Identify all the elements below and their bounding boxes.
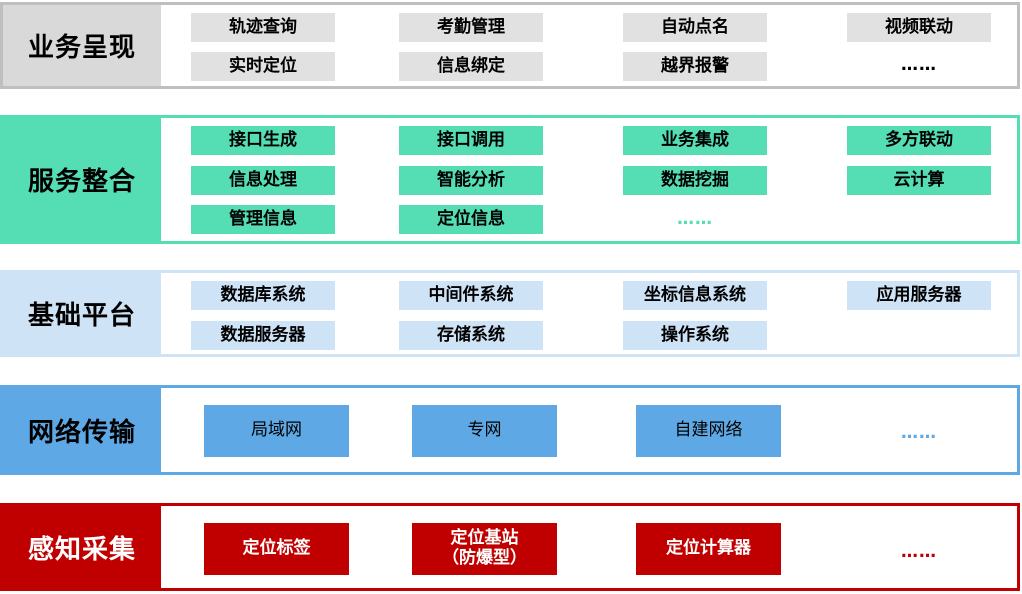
module-chip: 自建网络 (636, 405, 781, 457)
more-ellipsis: …… (901, 541, 937, 562)
module-chip: 轨迹查询 (191, 13, 335, 42)
more-ellipsis: …… (901, 422, 937, 443)
more-ellipsis: …… (677, 208, 713, 229)
module-chip: 应用服务器 (847, 281, 991, 310)
layer-label: 基础平台 (3, 273, 161, 354)
module-chip: 视频联动 (847, 13, 991, 42)
layer-label: 感知采集 (3, 506, 161, 588)
module-chip: 定位计算器 (636, 523, 781, 575)
layer-body: 数据库系统 中间件系统 坐标信息系统 应用服务器 数据服务器 存储系统 操作系统 (161, 273, 1017, 354)
module-chip: 业务集成 (623, 126, 767, 155)
layer-service-integration: 服务整合 接口生成 接口调用 业务集成 多方联动 信息处理 智能分析 数据挖掘 … (0, 115, 1020, 244)
layer-label: 业务呈现 (3, 5, 161, 86)
module-chip: 考勤管理 (399, 13, 543, 42)
module-chip: 实时定位 (191, 52, 335, 81)
layer-body: 接口生成 接口调用 业务集成 多方联动 信息处理 智能分析 数据挖掘 云计算 管… (161, 118, 1017, 241)
layer-body: 定位标签 定位基站 （防爆型） 定位计算器 …… (161, 506, 1017, 588)
layer-label: 服务整合 (3, 118, 161, 241)
module-chip: 数据服务器 (191, 321, 335, 350)
module-chip: 操作系统 (623, 321, 767, 350)
layer-business-presentation: 业务呈现 轨迹查询 考勤管理 自动点名 视频联动 实时定位 信息绑定 越界报警 … (0, 2, 1020, 89)
module-chip: 智能分析 (399, 166, 543, 195)
module-chip: 专网 (412, 405, 557, 457)
module-chip: 存储系统 (399, 321, 543, 350)
module-chip: 定位信息 (399, 205, 543, 234)
module-chip: 接口调用 (399, 126, 543, 155)
module-chip: 定位标签 (204, 523, 349, 575)
more-ellipsis: …… (901, 54, 937, 75)
layer-body: 轨迹查询 考勤管理 自动点名 视频联动 实时定位 信息绑定 越界报警 …… (161, 5, 1017, 86)
layer-base-platform: 基础平台 数据库系统 中间件系统 坐标信息系统 应用服务器 数据服务器 存储系统… (0, 270, 1020, 357)
module-chip: 自动点名 (623, 13, 767, 42)
layer-label: 网络传输 (3, 388, 161, 472)
module-chip: 信息处理 (191, 166, 335, 195)
module-chip: 中间件系统 (399, 281, 543, 310)
module-chip: 越界报警 (623, 52, 767, 81)
layer-network-transmission: 网络传输 局域网 专网 自建网络 …… (0, 385, 1020, 475)
layer-sensing-acquisition: 感知采集 定位标签 定位基站 （防爆型） 定位计算器 …… (0, 503, 1020, 591)
module-chip: 管理信息 (191, 205, 335, 234)
module-chip: 局域网 (204, 405, 349, 457)
module-chip: 数据挖掘 (623, 166, 767, 195)
module-chip: 接口生成 (191, 126, 335, 155)
module-chip: 坐标信息系统 (623, 281, 767, 310)
layer-body: 局域网 专网 自建网络 …… (161, 388, 1017, 472)
module-chip: 定位基站 （防爆型） (412, 523, 557, 575)
module-chip: 云计算 (847, 166, 991, 195)
module-chip: 信息绑定 (399, 52, 543, 81)
module-chip: 多方联动 (847, 126, 991, 155)
module-chip: 数据库系统 (191, 281, 335, 310)
